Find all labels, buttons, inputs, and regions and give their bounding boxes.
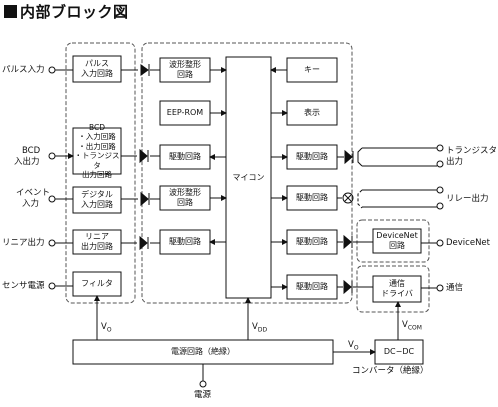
digital-input-circuit-label: デジタル 入力回路 <box>81 190 113 209</box>
vcom-sub: COM <box>407 324 422 332</box>
label-bcd-1: BCD <box>22 146 41 156</box>
converter-label: コンバータ（絶縁） <box>352 366 429 376</box>
vo-right-sub: O <box>353 344 359 352</box>
drive-tr-label: 駆動回路 <box>296 152 328 161</box>
pulse-input-circuit-box <box>72 55 122 83</box>
vdd-label: VDD <box>252 322 267 336</box>
bcd-circuit-box <box>72 127 122 175</box>
label-event-2: 入力 <box>22 199 40 209</box>
relay-coil-icon <box>342 192 354 204</box>
vo-left-sub: O <box>106 326 112 334</box>
vcom-v: V <box>402 320 408 330</box>
page-title: 内部ブロック図 <box>4 2 129 22</box>
power-input-label: 電源 <box>194 390 212 400</box>
terminal-power <box>199 380 207 388</box>
vo-left-label: VO <box>101 322 112 336</box>
drive-linear-label: 駆動回路 <box>169 237 201 246</box>
waveform-2-label: 波形整形 回路 <box>169 188 201 207</box>
center-dashed-region <box>141 42 353 304</box>
terminal-relay-a <box>436 186 444 194</box>
vo-right-label: VO <box>348 340 359 354</box>
label-sensor-power: センサ電源 <box>2 281 45 291</box>
terminal-tr-a <box>436 144 444 152</box>
label-bcd-2: 入出力 <box>14 157 40 167</box>
terminal-sensor <box>48 282 56 290</box>
power-circuit-label: 電源回路（絶縁） <box>171 347 235 356</box>
vcom-label: VCOM <box>402 320 422 334</box>
vo-right-v: V <box>348 340 354 350</box>
linear-output-circuit-box <box>72 229 122 255</box>
dcdc-label: DC−DC <box>383 347 415 356</box>
photocoupler-2 <box>139 148 149 164</box>
drive-bcd-label: 駆動回路 <box>169 152 201 161</box>
drive-dn-label: 駆動回路 <box>296 237 328 246</box>
label-transistor-1: トランジスタ <box>446 146 498 156</box>
label-transistor-2: 出力 <box>446 157 464 167</box>
vdd-sub: DD <box>257 326 268 334</box>
filter-label: フィルタ <box>81 279 113 288</box>
terminal-relay-b <box>436 202 444 210</box>
linear-output-circuit-label: リニア 出力回路 <box>81 232 113 251</box>
photocoupler-3 <box>140 191 150 207</box>
bcd-circuit-label: BCD ・入力回路 ・出力回路 ・トランジスタ 出力回路 <box>74 122 120 180</box>
label-event-1: イベント <box>16 188 51 198</box>
label-comm: 通信 <box>446 283 464 293</box>
label-relay-output: リレー出力 <box>446 194 489 204</box>
comm-dashed-region <box>356 265 430 313</box>
devicenet-box <box>372 228 422 254</box>
display-label: 表示 <box>304 108 320 117</box>
terminal-tr-b <box>436 160 444 168</box>
digital-input-circuit-box <box>72 186 122 214</box>
photocoupler-4 <box>139 235 149 251</box>
terminal-bcd <box>48 152 56 160</box>
drive-comm-label: 駆動回路 <box>296 282 328 291</box>
waveform-1-label: 波形整形 回路 <box>169 60 201 79</box>
title-square-icon <box>4 5 17 18</box>
terminal-linear <box>48 239 56 247</box>
drive-relay-label: 駆動回路 <box>296 193 328 202</box>
devicenet-dashed-region <box>356 219 430 263</box>
vdd-v: V <box>252 322 258 332</box>
pulse-input-circuit-label: パルス 入力回路 <box>81 59 113 78</box>
terminal-pulse <box>48 66 56 74</box>
devicenet-circuit-label: DeviceNet 回路 <box>376 231 418 250</box>
vo-left-v: V <box>101 322 107 332</box>
label-devicenet: DeviceNet <box>446 238 490 248</box>
micom-label: マイコン <box>232 173 265 182</box>
title-text: 内部ブロック図 <box>20 3 129 21</box>
eeprom-label: EEP-ROM <box>166 108 204 117</box>
photocoupler-1 <box>140 64 150 76</box>
key-label: キー <box>304 65 320 74</box>
terminal-devicenet <box>436 239 444 247</box>
comm-driver-label: 通信 ドライバ <box>381 279 413 298</box>
left-dashed-region <box>65 42 136 304</box>
label-pulse-input: パルス入力 <box>2 65 45 75</box>
terminal-comm <box>436 284 444 292</box>
label-linear-output: リニア出力 <box>2 238 45 248</box>
